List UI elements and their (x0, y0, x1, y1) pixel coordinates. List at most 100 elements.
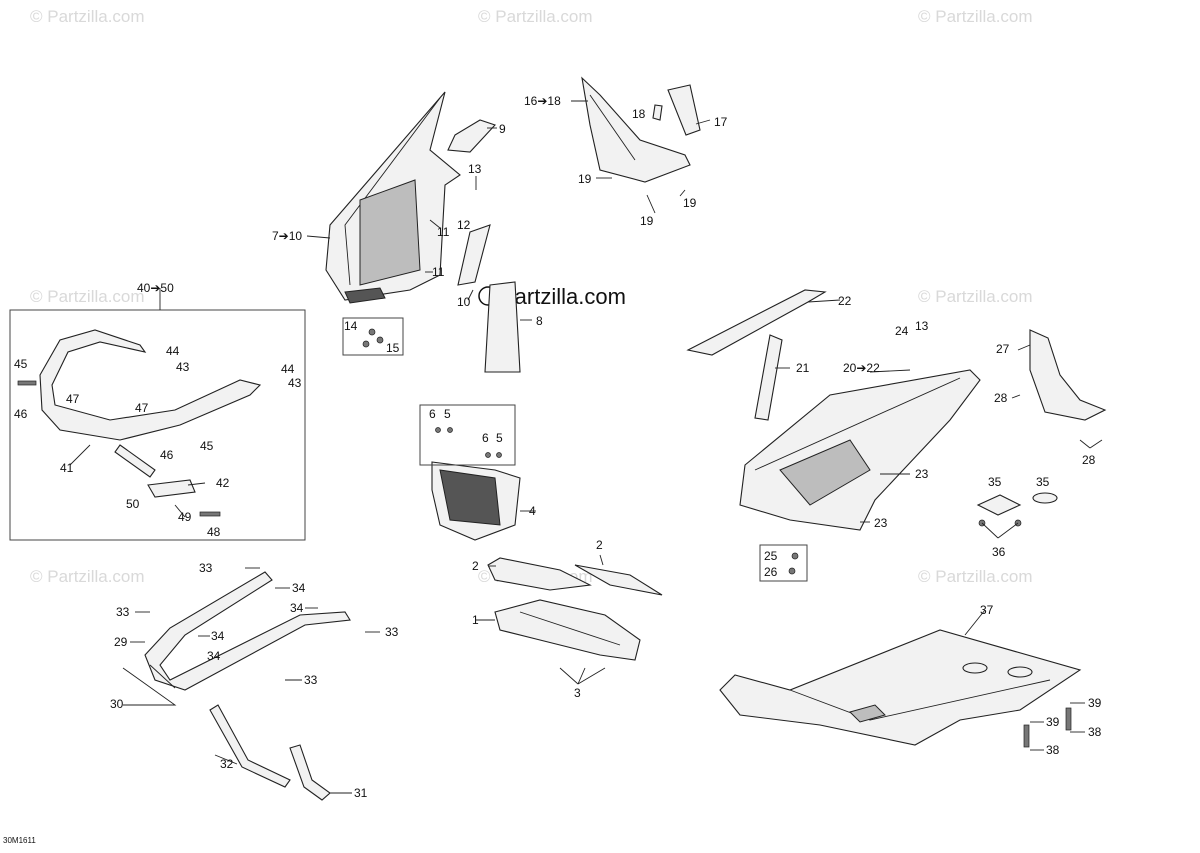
callout-45: 45 (200, 439, 214, 453)
part-31-32-brackets (209, 704, 331, 801)
callout-24: 24 (895, 324, 909, 338)
callout-14: 14 (344, 319, 358, 333)
callout-47: 47 (135, 401, 149, 415)
callout-12: 12 (457, 218, 471, 232)
part-side-fairing (325, 91, 461, 304)
callout-22: 22 (838, 294, 852, 308)
callout-34: 34 (211, 629, 225, 643)
watermark-text: © Partzilla.com (30, 567, 145, 586)
callout-13: 13 (915, 319, 929, 333)
watermark-text: © Partzilla.com (30, 287, 145, 306)
part-38-39-fasteners (1023, 707, 1072, 748)
callout-34: 34 (207, 649, 221, 663)
callout-2: 2 (596, 538, 603, 552)
callout-41: 41 (60, 461, 74, 475)
callout-2: 2 (472, 559, 479, 573)
part-35-caps (976, 492, 1058, 527)
part-29-front-bumper (144, 571, 351, 691)
callout-11: 11 (437, 225, 450, 239)
brand-text: Partzilla.com (500, 284, 626, 309)
callout-37: 37 (980, 603, 994, 617)
callout-33: 33 (304, 673, 318, 687)
callout-38: 38 (1088, 725, 1102, 739)
callout-33: 33 (199, 561, 213, 575)
callout-40-50: 40➔50 (137, 281, 174, 295)
callout-23: 23 (874, 516, 888, 530)
callout-32: 32 (220, 757, 234, 771)
part-18-clip (652, 104, 663, 121)
callout-46: 46 (160, 448, 174, 462)
callout-48: 48 (207, 525, 221, 539)
watermark-text: © Partzilla.com (30, 7, 145, 26)
callout-16-18: 16➔18 (524, 94, 561, 108)
callout-49: 49 (178, 510, 192, 524)
callout-6: 6 (482, 431, 489, 445)
part-8-panel (484, 281, 521, 373)
callout-13: 13 (468, 162, 482, 176)
part-17-bracket (667, 84, 701, 136)
callout-3: 3 (574, 686, 581, 700)
part-1-bracket (494, 599, 641, 661)
part-27-rear-bracket (1029, 329, 1107, 421)
callout-31: 31 (354, 786, 368, 800)
part-40-50-box (9, 309, 306, 541)
callout-39: 39 (1088, 696, 1102, 710)
callout-11: 11 (432, 265, 445, 279)
callout-28: 28 (1082, 453, 1096, 467)
callout-19: 19 (683, 196, 697, 210)
callout-18: 18 (632, 107, 646, 121)
watermark-text: © Partzilla.com (918, 7, 1033, 26)
callout-39: 39 (1046, 715, 1060, 729)
callout-10: 10 (457, 295, 471, 309)
callout-5: 5 (496, 431, 503, 445)
callout-35: 35 (988, 475, 1002, 489)
callout-44: 44 (281, 362, 295, 376)
callout-34: 34 (290, 601, 304, 615)
part-21-strip (754, 334, 783, 421)
part-4-grille (431, 461, 521, 541)
callout-34: 34 (292, 581, 306, 595)
callout-38: 38 (1046, 743, 1060, 757)
watermark-text: © Partzilla.com (918, 567, 1033, 586)
callout-26: 26 (764, 565, 778, 579)
callout-42: 42 (216, 476, 230, 490)
part-16-18-fairing (581, 76, 691, 183)
callout-17: 17 (714, 115, 728, 129)
part-22-strip (686, 289, 827, 356)
leader-lines (69, 100, 1103, 794)
callout-19: 19 (578, 172, 592, 186)
callout-33: 33 (116, 605, 130, 619)
callout-25: 25 (764, 549, 778, 563)
figure-code: 30M1611 (3, 836, 36, 845)
callout-43: 43 (288, 376, 302, 390)
callout-5: 5 (444, 407, 451, 421)
callout-15: 15 (386, 341, 400, 355)
callout-labels: 1 2 2 3 4 5 5 6 6 7➔10 8 9 10 11 11 12 1… (14, 94, 1102, 800)
callout-7-10: 7➔10 (272, 229, 302, 243)
part-20-22-side-panel (739, 369, 981, 531)
callout-6: 6 (429, 407, 436, 421)
callout-43: 43 (176, 360, 190, 374)
callout-29: 29 (114, 635, 128, 649)
part-2-strips (487, 557, 663, 596)
callout-30: 30 (110, 697, 124, 711)
callout-47: 47 (66, 392, 80, 406)
callout-33: 33 (385, 625, 399, 639)
part-14-15-box (342, 317, 404, 356)
callout-21: 21 (796, 361, 810, 375)
part-37-skid-plate (719, 629, 1082, 746)
callout-36: 36 (992, 545, 1006, 559)
callout-8: 8 (536, 314, 543, 328)
callout-46: 46 (14, 407, 28, 421)
part-5-6-box (419, 404, 516, 466)
callout-27: 27 (996, 342, 1010, 356)
callout-9: 9 (499, 122, 506, 136)
callout-19: 19 (640, 214, 654, 228)
callout-4: 4 (529, 504, 536, 518)
callout-28: 28 (994, 391, 1008, 405)
callout-20-22: 20➔22 (843, 361, 880, 375)
watermark-text: © Partzilla.com (478, 7, 593, 26)
watermark-text: © Partzilla.com (918, 287, 1033, 306)
